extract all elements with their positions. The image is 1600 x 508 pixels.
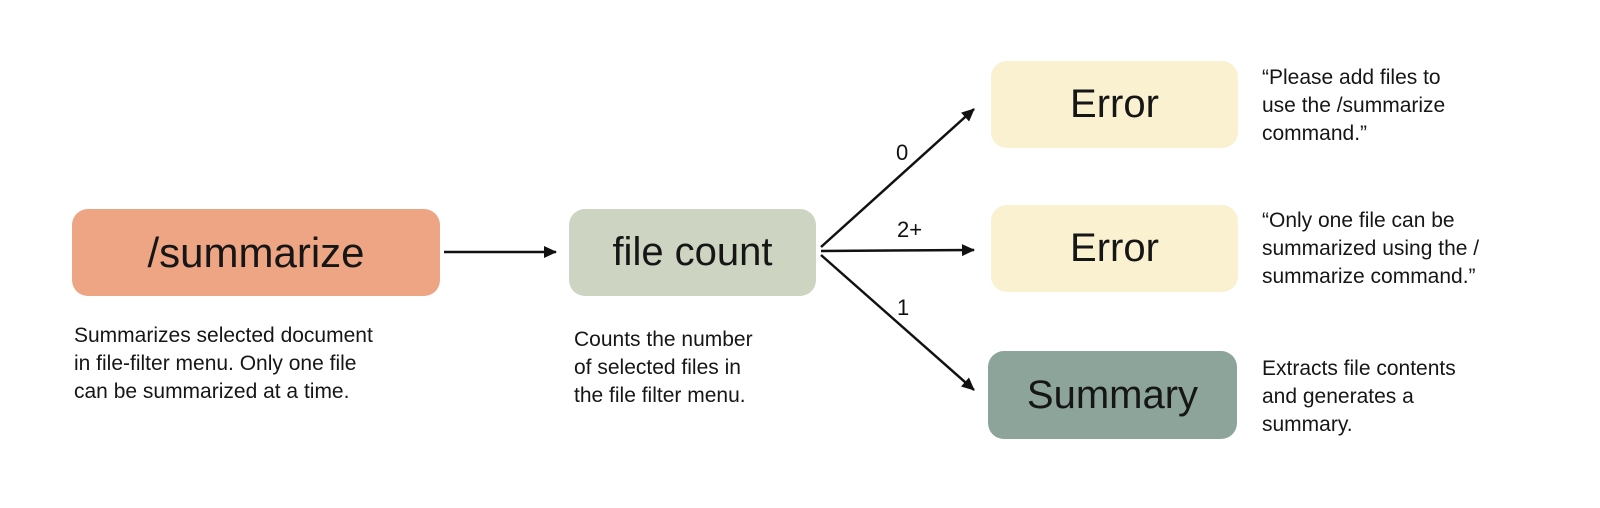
edge-filecount-to-summary bbox=[820, 254, 975, 391]
node-error-multi: Error bbox=[991, 205, 1238, 292]
node-error-zero: Error bbox=[991, 61, 1238, 148]
node-file-count: file count bbox=[569, 209, 816, 296]
edge-filecount-to-error-multi bbox=[820, 244, 975, 257]
edge-label-zero: 0 bbox=[896, 140, 909, 165]
node-summarize: /summarize bbox=[72, 209, 440, 296]
edge-label-one: 1 bbox=[897, 295, 910, 320]
edge-label-two-plus: 2+ bbox=[897, 217, 923, 242]
node-summary: Summary bbox=[988, 351, 1237, 439]
